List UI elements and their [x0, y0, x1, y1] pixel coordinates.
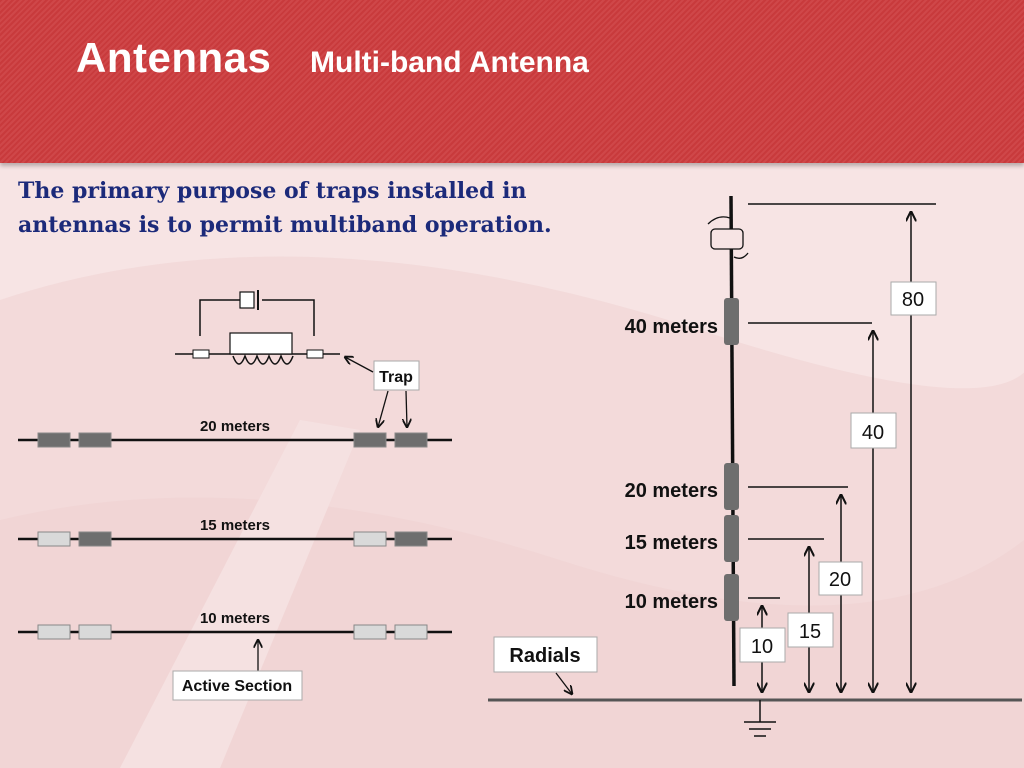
trap	[353, 531, 387, 547]
dimension-value: 20	[829, 569, 851, 591]
trap	[78, 432, 112, 448]
trap	[37, 624, 71, 640]
trap	[353, 432, 387, 448]
statement-text: The primary purpose of traps installed i…	[18, 178, 552, 238]
dimension-value: 40	[862, 422, 884, 444]
dimension-value: 15	[799, 621, 821, 643]
row-label: 10 meters	[200, 610, 270, 627]
trap	[37, 432, 71, 448]
dimension-box-15: 15	[787, 612, 834, 648]
vertical-trap-20m	[724, 463, 739, 510]
vertical-antenna	[707, 195, 749, 687]
ground-symbol	[744, 700, 776, 737]
trap	[353, 624, 387, 640]
dipole-row-15m: 15 meters	[18, 517, 452, 547]
dimension-box-20: 20	[818, 561, 863, 596]
active-section-label: Active Section	[182, 678, 292, 695]
trap	[394, 624, 428, 640]
title-bar: Antennas Multi-band Antenna	[0, 0, 1024, 163]
trap	[78, 624, 112, 640]
dimension-box-40: 40	[850, 412, 897, 449]
dimension-value: 10	[751, 636, 773, 658]
band-label-10m: 10 meters	[625, 591, 718, 613]
insulator-left	[192, 349, 210, 359]
trap-label: Trap	[379, 369, 413, 386]
inductor-coil	[232, 353, 294, 365]
band-label-15m: 15 meters	[625, 532, 718, 554]
dimension-box-10: 10	[739, 627, 786, 663]
dipole-row-10m: 10 meters	[18, 610, 452, 640]
row-label: 15 meters	[200, 517, 270, 534]
trap	[394, 531, 428, 547]
reference-lines	[748, 203, 936, 599]
vertical-trap-10m	[724, 574, 739, 621]
row-label: 20 meters	[200, 418, 270, 435]
trap	[78, 531, 112, 547]
active-section-callout: Active Section	[172, 640, 303, 701]
capacitor-plate	[239, 291, 255, 309]
dimension-box-80: 80	[890, 281, 937, 316]
insulator-right	[306, 349, 324, 359]
trap	[37, 531, 71, 547]
slide-title: Antennas	[76, 34, 272, 81]
band-label-20m: 20 meters	[625, 480, 718, 502]
trap	[394, 432, 428, 448]
radials-callout: Radials	[493, 636, 598, 694]
dipole-row-20m: 20 meters	[18, 418, 452, 448]
coil-form	[229, 332, 293, 355]
slide-subtitle: Multi-band Antenna	[310, 46, 589, 79]
trap-schematic	[175, 290, 340, 365]
dimension-value: 80	[902, 289, 924, 311]
vertical-trap-15m	[724, 515, 739, 562]
vertical-trap-40m	[724, 298, 739, 345]
trap-callout: Trap	[345, 357, 420, 427]
radials-label: Radials	[509, 645, 580, 667]
band-label-40m: 40 meters	[625, 316, 718, 338]
